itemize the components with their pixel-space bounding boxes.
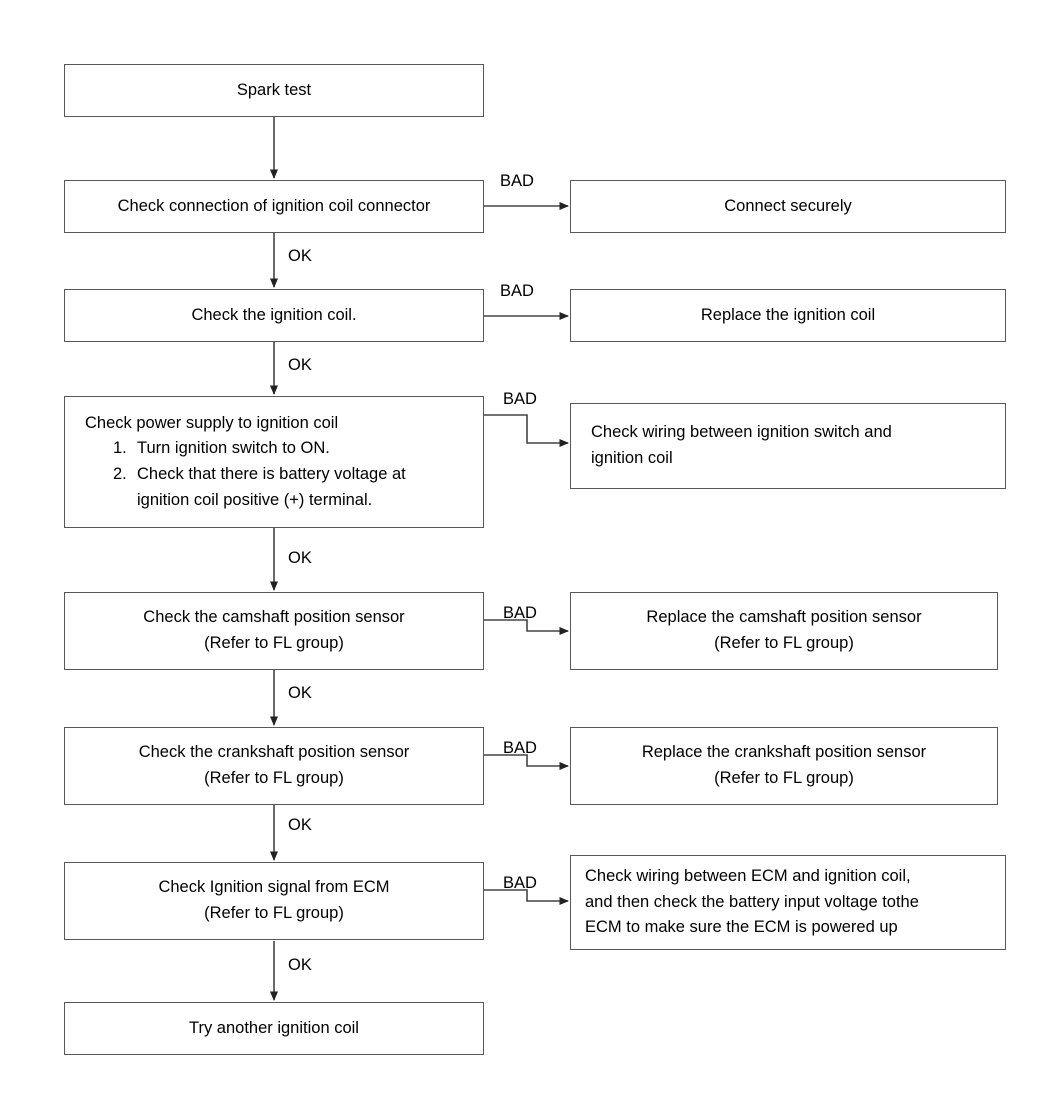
node-check-camshaft-sensor-content: Check the camshaft position sensor (Refe… xyxy=(75,605,473,656)
replace-camshaft-line-2: (Refer to FL group) xyxy=(714,634,854,652)
node-check-ignition-coil-label: Check the ignition coil. xyxy=(191,305,357,324)
edge-label-ok-6: OK xyxy=(288,956,312,974)
check-wiring-switch-line-2: ignition coil xyxy=(591,449,673,467)
power-supply-step-2-text: Check that there is battery voltage at xyxy=(137,465,406,483)
node-try-another-coil-label: Try another ignition coil xyxy=(189,1018,359,1037)
node-check-wiring-ecm-content: Check wiring between ECM and ignition co… xyxy=(585,864,995,941)
node-replace-camshaft-sensor-content: Replace the camshaft position sensor (Re… xyxy=(581,605,987,656)
edge-label-bad-2: BAD xyxy=(500,282,534,300)
node-check-power-supply[interactable]: Check power supply to ignition coil 1. Tu… xyxy=(64,396,484,528)
node-check-connection[interactable]: Check connection of ignition coil connec… xyxy=(64,180,484,233)
edge-label-ok-1: OK xyxy=(288,247,312,265)
node-spark-test-label: Spark test xyxy=(236,80,312,99)
node-check-ignition-signal-content: Check Ignition signal from ECM (Refer to… xyxy=(75,875,473,926)
replace-crankshaft-line-1: Replace the crankshaft position sensor xyxy=(641,743,927,762)
replace-camshaft-line-1: Replace the camshaft position sensor xyxy=(646,608,922,627)
edge-label-bad-1: BAD xyxy=(500,172,534,190)
edge-label-bad-3: BAD xyxy=(503,390,537,408)
check-crankshaft-line-1: Check the crankshaft position sensor xyxy=(138,743,410,762)
check-crankshaft-line-2: (Refer to FL group) xyxy=(204,769,344,787)
node-check-connection-label: Check connection of ignition coil connec… xyxy=(117,196,431,215)
node-check-crankshaft-sensor[interactable]: Check the crankshaft position sensor (Re… xyxy=(64,727,484,805)
power-supply-heading: Check power supply to ignition coil xyxy=(85,413,339,432)
node-replace-ignition-coil-label: Replace the ignition coil xyxy=(700,305,876,324)
check-ignition-signal-line-2: (Refer to FL group) xyxy=(204,904,344,922)
node-connect-securely[interactable]: Connect securely xyxy=(570,180,1006,233)
node-replace-crankshaft-sensor[interactable]: Replace the crankshaft position sensor (… xyxy=(570,727,998,805)
edge-label-ok-5: OK xyxy=(288,816,312,834)
edge-label-bad-5: BAD xyxy=(503,739,537,757)
power-supply-step-2-number: 2. xyxy=(113,465,127,483)
node-replace-crankshaft-sensor-content: Replace the crankshaft position sensor (… xyxy=(581,740,987,791)
node-check-ignition-signal[interactable]: Check Ignition signal from ECM (Refer to… xyxy=(64,862,484,940)
edge-label-ok-3: OK xyxy=(288,549,312,567)
check-wiring-ecm-line-2: and then check the battery input voltage… xyxy=(585,892,919,911)
edge-label-ok-2: OK xyxy=(288,356,312,374)
node-check-wiring-ignition-switch[interactable]: Check wiring between ignition switch and… xyxy=(570,403,1006,489)
edge-label-ok-4: OK xyxy=(288,684,312,702)
power-supply-step-2-continuation: ignition coil positive (+) terminal. xyxy=(137,490,373,509)
check-wiring-switch-line-1: Check wiring between ignition switch and xyxy=(591,423,892,442)
node-check-wiring-ignition-switch-content: Check wiring between ignition switch and… xyxy=(591,420,995,471)
check-wiring-ecm-line-1: Check wiring between ECM and ignition co… xyxy=(585,867,911,886)
edge-label-bad-6: BAD xyxy=(503,874,537,892)
check-camshaft-line-2: (Refer to FL group) xyxy=(204,634,344,652)
check-ignition-signal-line-1: Check Ignition signal from ECM xyxy=(158,878,390,897)
power-supply-step-1-number: 1. xyxy=(113,439,127,458)
node-spark-test[interactable]: Spark test xyxy=(64,64,484,117)
power-supply-step-2: 2. Check that there is battery voltage at xyxy=(85,462,473,488)
node-connect-securely-label: Connect securely xyxy=(724,196,852,215)
node-check-crankshaft-sensor-content: Check the crankshaft position sensor (Re… xyxy=(75,740,473,791)
check-camshaft-line-1: Check the camshaft position sensor xyxy=(143,608,405,627)
replace-crankshaft-line-2: (Refer to FL group) xyxy=(714,769,854,787)
node-check-wiring-ecm[interactable]: Check wiring between ECM and ignition co… xyxy=(570,855,1006,950)
edge-label-bad-4: BAD xyxy=(503,604,537,622)
power-supply-step-1: 1. Turn ignition switch to ON. xyxy=(85,436,473,462)
node-try-another-coil[interactable]: Try another ignition coil xyxy=(64,1002,484,1055)
node-check-ignition-coil[interactable]: Check the ignition coil. xyxy=(64,289,484,342)
power-supply-step-1-text: Turn ignition switch to ON. xyxy=(137,439,330,458)
check-wiring-ecm-line-3: ECM to make sure the ECM is powered up xyxy=(585,918,898,937)
node-check-power-supply-content: Check power supply to ignition coil 1. Tu… xyxy=(85,411,473,513)
node-replace-camshaft-sensor[interactable]: Replace the camshaft position sensor (Re… xyxy=(570,592,998,670)
node-check-camshaft-sensor[interactable]: Check the camshaft position sensor (Refe… xyxy=(64,592,484,670)
node-replace-ignition-coil[interactable]: Replace the ignition coil xyxy=(570,289,1006,342)
